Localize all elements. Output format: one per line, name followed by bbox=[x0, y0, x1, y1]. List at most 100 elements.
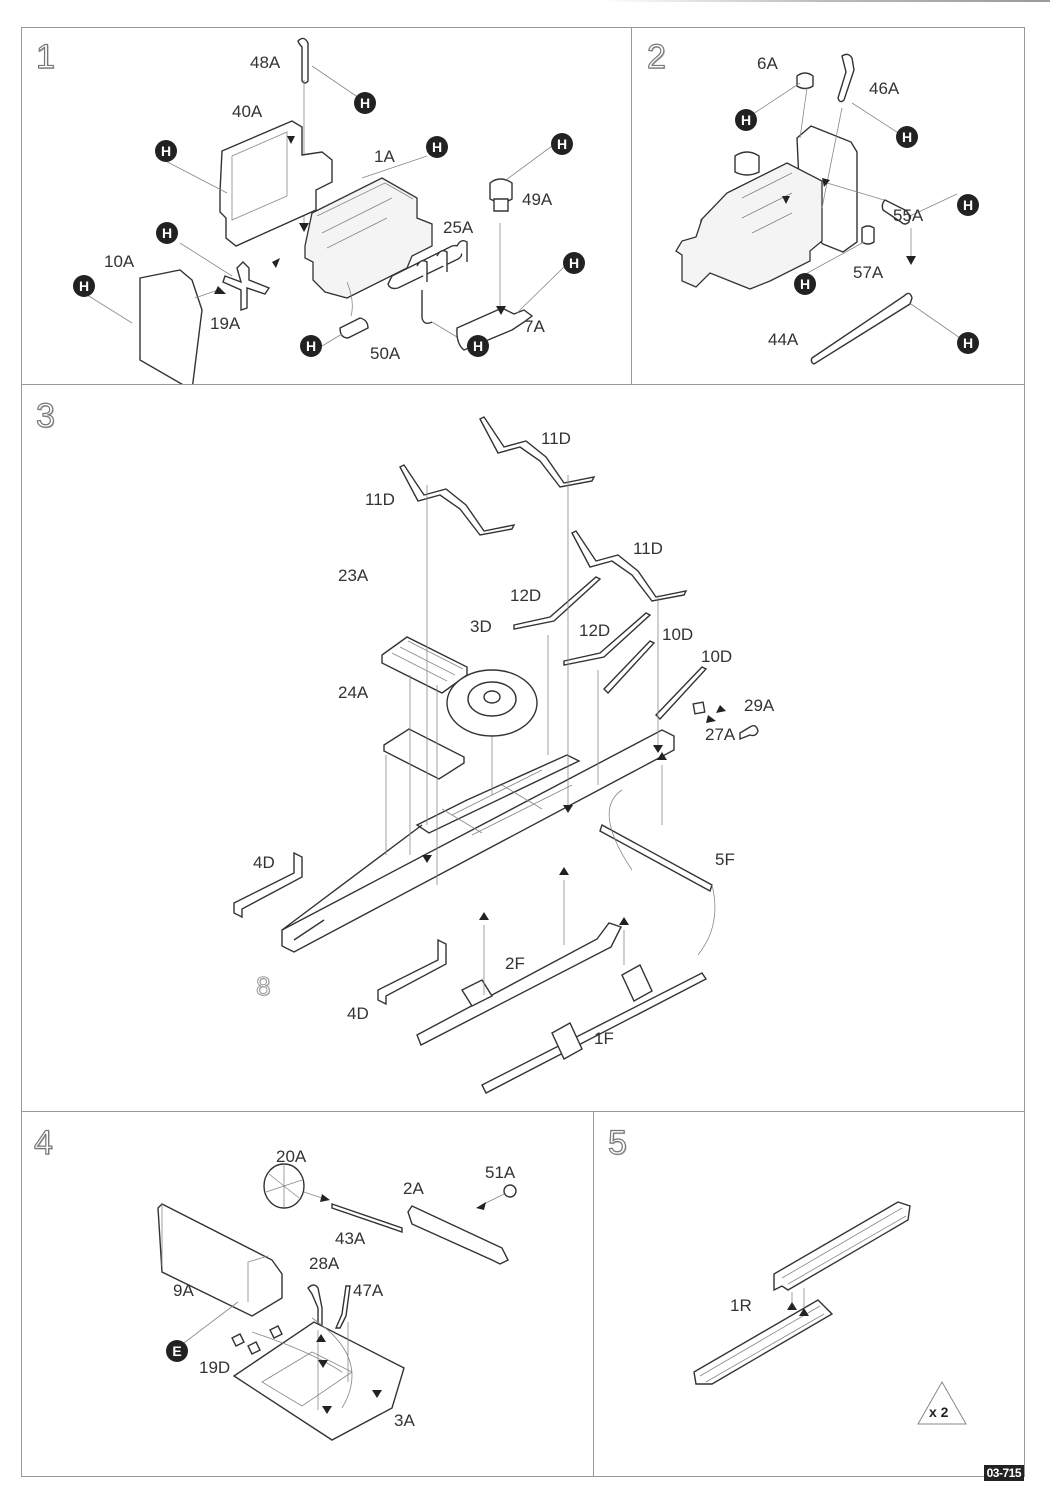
part-57a bbox=[862, 226, 874, 244]
part-47a bbox=[336, 1286, 350, 1328]
part-28a bbox=[308, 1285, 322, 1328]
part-1r bbox=[694, 1300, 832, 1384]
step-4-illustration bbox=[22, 1112, 595, 1478]
part-label-3a: 3A bbox=[394, 1411, 415, 1430]
part-2a bbox=[408, 1206, 508, 1264]
part-label-11d: 11D bbox=[633, 539, 663, 558]
hazard-badge-h: H bbox=[957, 194, 979, 216]
step-1-panel: 1 bbox=[21, 27, 632, 385]
step-number: 2 bbox=[646, 38, 666, 76]
hazard-badge-h: H bbox=[563, 252, 585, 274]
paint-badge-e: E bbox=[166, 1340, 188, 1362]
part-label-2a: 2A bbox=[403, 1179, 424, 1198]
part-40a bbox=[220, 121, 332, 246]
part-label-11d: 11D bbox=[365, 490, 395, 509]
part-label-1f: 1F bbox=[594, 1029, 614, 1048]
hazard-badge-h: H bbox=[300, 335, 322, 357]
part-4d bbox=[378, 940, 446, 1004]
part-29a bbox=[740, 726, 758, 739]
step-1-illustration bbox=[22, 28, 633, 386]
part-44a bbox=[811, 293, 912, 364]
part-label-51a: 51A bbox=[485, 1163, 516, 1182]
part-label-20a: 20A bbox=[276, 1147, 307, 1166]
part-1f bbox=[482, 973, 706, 1093]
part-55a bbox=[882, 200, 909, 224]
part-label-4d: 4D bbox=[253, 853, 275, 872]
part-label-11d: 11D bbox=[541, 429, 571, 448]
track-link-upper bbox=[774, 1202, 910, 1290]
part-5f bbox=[600, 825, 712, 891]
part-label-10d: 10D bbox=[662, 625, 694, 644]
part-label-23a: 23A bbox=[338, 566, 369, 585]
step-number: 5 bbox=[607, 1124, 627, 1162]
part-19d bbox=[232, 1326, 282, 1354]
part-12d bbox=[564, 613, 650, 665]
hazard-badge-h: H bbox=[155, 140, 177, 162]
hazard-badge-h: H bbox=[896, 126, 918, 148]
part-label-1r: 1R bbox=[730, 1296, 752, 1315]
hazard-badge-h: H bbox=[426, 136, 448, 158]
hazard-badge-h: H bbox=[551, 133, 573, 155]
part-label-46a: 46A bbox=[869, 79, 900, 98]
part-label-4d: 4D bbox=[347, 1004, 369, 1023]
step-number: 1 bbox=[35, 38, 55, 76]
step-2-panel: 2 1 6A 46A 55A 57A 44A H H H H H bbox=[631, 27, 1025, 385]
part-48a bbox=[298, 38, 308, 83]
part-11d bbox=[572, 531, 686, 601]
part-label-50a: 50A bbox=[370, 344, 401, 363]
part-label-6a: 6A bbox=[757, 54, 778, 73]
engine-assembly bbox=[676, 163, 822, 289]
top-rule bbox=[600, 0, 1050, 2]
part-10d bbox=[656, 667, 706, 719]
part-label-19a: 19A bbox=[210, 314, 241, 333]
hazard-badge-h: H bbox=[467, 335, 489, 357]
step-number: 4 bbox=[33, 1124, 53, 1162]
part-label-3d: 3D bbox=[470, 617, 492, 636]
part-label-28a: 28A bbox=[309, 1254, 340, 1273]
part-label-29a: 29A bbox=[744, 696, 775, 715]
part-12d bbox=[514, 577, 600, 629]
sub-assembly-reference: 8 bbox=[255, 971, 271, 1001]
hazard-badge-h: H bbox=[957, 332, 979, 354]
part-label-7a: 7A bbox=[524, 317, 545, 336]
part-label-27a: 27A bbox=[705, 725, 736, 744]
part-label-40a: 40A bbox=[232, 102, 263, 121]
quantity-label: x 2 bbox=[929, 1404, 949, 1420]
part-label-44a: 44A bbox=[768, 330, 799, 349]
part-label-43a: 43A bbox=[335, 1229, 366, 1248]
hazard-badge-h: H bbox=[354, 92, 376, 114]
part-label-10d: 10D bbox=[701, 647, 733, 666]
part-label-19d: 19D bbox=[199, 1358, 231, 1377]
quantity-triangle-icon bbox=[917, 1380, 967, 1425]
part-9a bbox=[158, 1204, 282, 1316]
part-label-9a: 9A bbox=[173, 1281, 194, 1300]
part-10a bbox=[140, 270, 202, 390]
part-label-49a: 49A bbox=[522, 190, 553, 209]
part-19a bbox=[223, 262, 269, 310]
page-code: 03-715 bbox=[983, 1465, 1024, 1481]
step-3-panel: 3 8 bbox=[21, 384, 1025, 1112]
part-11d bbox=[480, 417, 594, 487]
step-2-illustration bbox=[632, 28, 1026, 386]
part-label-48a: 48A bbox=[250, 53, 281, 72]
part-label-55a: 55A bbox=[893, 206, 924, 225]
hazard-badge-h: H bbox=[156, 222, 178, 244]
hazard-badge-h: H bbox=[73, 275, 95, 297]
hazard-badge-h: H bbox=[735, 109, 757, 131]
part-11d bbox=[400, 465, 514, 535]
part-2f bbox=[417, 923, 621, 1045]
step-5-illustration bbox=[594, 1112, 1026, 1478]
part-4d bbox=[234, 853, 302, 917]
step-3-illustration bbox=[22, 385, 1026, 1113]
part-27a bbox=[693, 702, 705, 714]
part-label-12d: 12D bbox=[579, 621, 611, 640]
step-5-panel: 5 1R x 2 bbox=[593, 1111, 1025, 1477]
part-24a bbox=[384, 729, 464, 779]
part-6a bbox=[797, 73, 813, 89]
part-10d bbox=[604, 641, 654, 693]
part-label-1a: 1A bbox=[374, 147, 395, 166]
part-label-5f: 5F bbox=[715, 850, 735, 869]
part-43a bbox=[332, 1204, 402, 1232]
part-label-10a: 10A bbox=[104, 252, 135, 271]
step-4-panel: 4 20A 51A 2A 43A 28A 47A 9A bbox=[21, 1111, 594, 1477]
